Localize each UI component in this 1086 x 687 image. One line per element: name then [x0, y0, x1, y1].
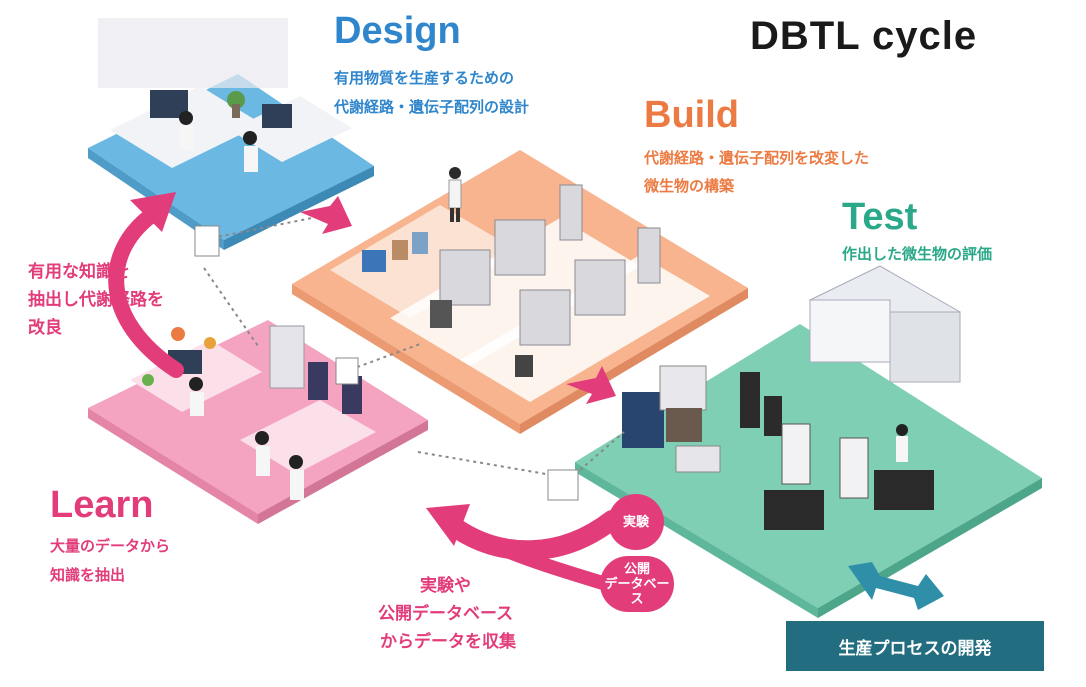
test-platform [575, 265, 1042, 618]
learn-desc-line1: 大量のデータから [50, 537, 171, 555]
design-to-build-arrow [300, 196, 352, 234]
learn-note-line3: 改良 [28, 318, 62, 338]
learn-to-design-arrow [108, 192, 184, 378]
experiment-bubble-label: 実験 [622, 514, 649, 530]
design-desc-line2: 代謝経路・遺伝子配列の設計 [334, 98, 530, 116]
public-database-line2: データベース [604, 576, 670, 607]
collect-note-line2: 公開データベース [378, 604, 514, 624]
learn-note-line1: 有用な知識を [28, 262, 130, 282]
design-desc-line1: 有用物質を生産するための [334, 69, 515, 87]
public-database-bubble-label: 公開 データベース [600, 562, 674, 607]
build-title: Build [644, 94, 739, 136]
process-double-arrow [848, 562, 944, 610]
learn-title: Learn [50, 484, 154, 526]
build-desc-line2: 微生物の構築 [644, 177, 735, 195]
experiment-bubble: 実験 [608, 494, 664, 550]
build-to-test-arrow [566, 366, 616, 404]
data-collection-arrow [426, 504, 622, 591]
build-desc-line1: 代謝経路・遺伝子配列を改変した [644, 149, 870, 167]
test-desc-line1: 作出した微生物の評価 [842, 245, 993, 263]
learn-note-line2: 抽出し代謝経路を [28, 290, 164, 310]
stage-arrows [300, 196, 616, 404]
build-platform [292, 150, 748, 434]
collect-note-line1: 実験や [420, 576, 471, 596]
process-development-button[interactable]: 生産プロセスの開発 [786, 621, 1044, 671]
page-title: DBTL cycle [750, 14, 978, 58]
design-title: Design [334, 10, 461, 52]
collect-note-line3: からデータを収集 [380, 632, 516, 652]
test-title: Test [842, 196, 918, 238]
public-database-bubble: 公開 データベース [600, 556, 674, 612]
learn-desc-line2: 知識を抽出 [50, 566, 126, 584]
data-sheet-icons [194, 225, 579, 501]
data-flow-lines [203, 217, 625, 475]
public-database-line1: 公開 [623, 561, 650, 577]
